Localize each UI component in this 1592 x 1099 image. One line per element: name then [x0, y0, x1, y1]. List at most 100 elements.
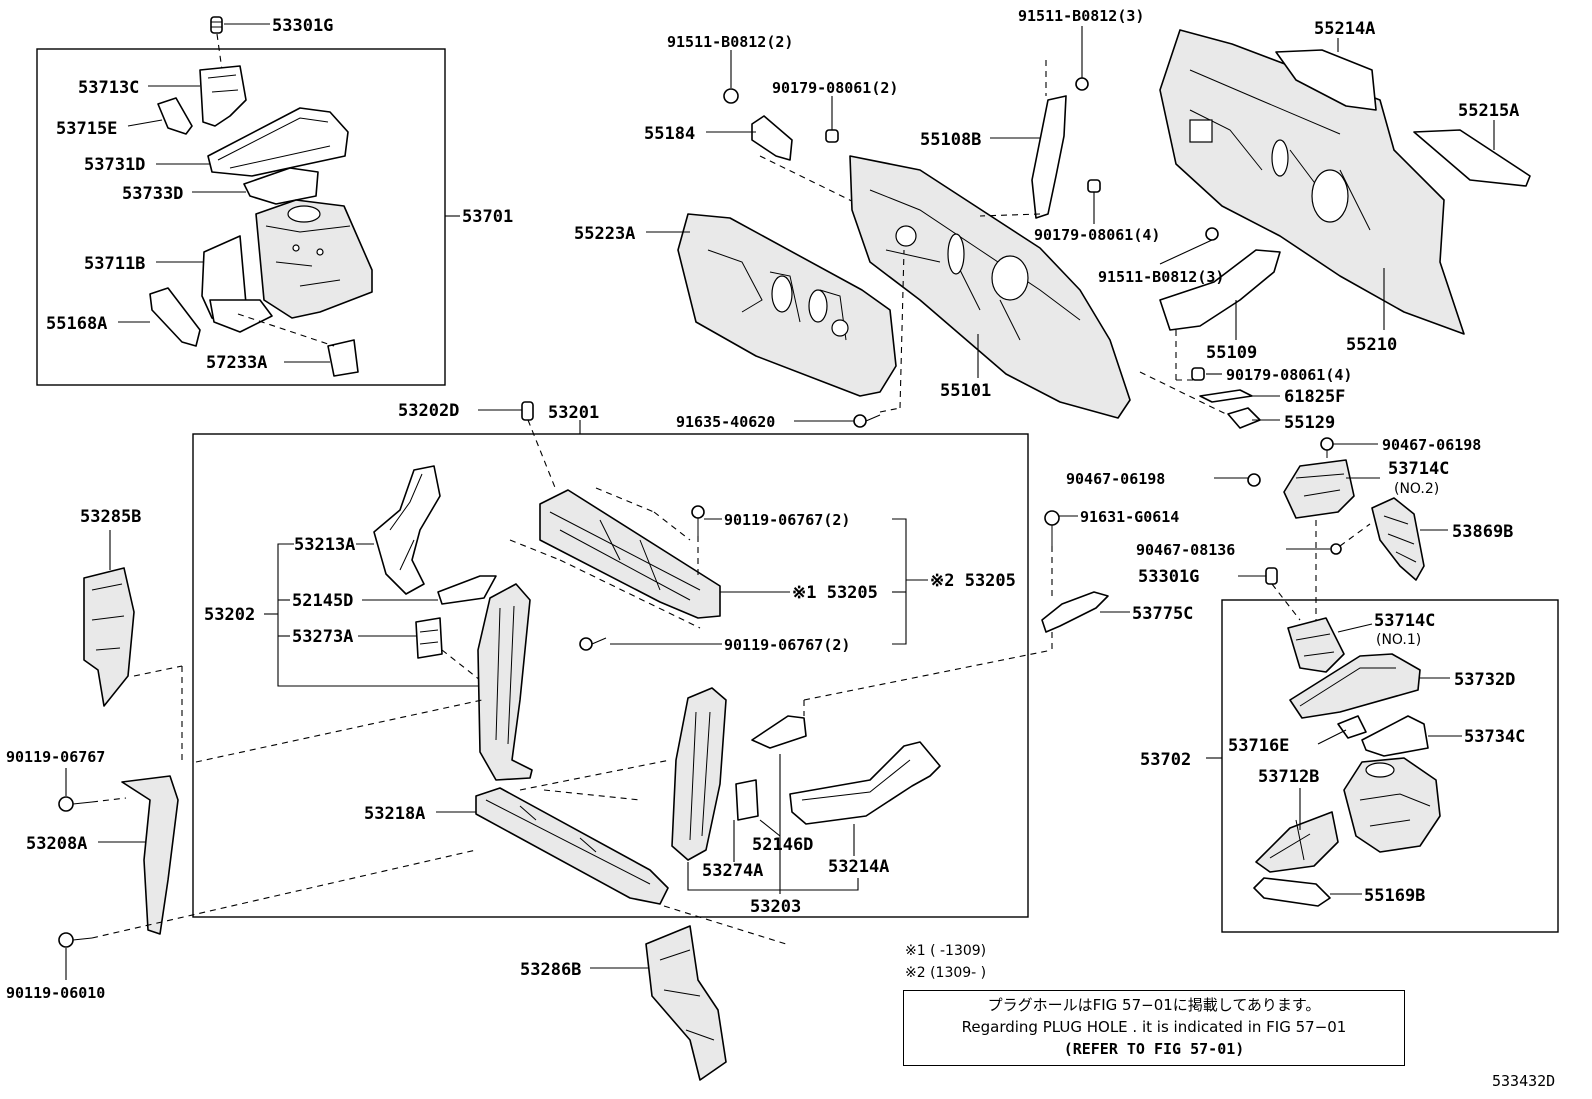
plug-53202D [521, 401, 534, 421]
part-52146D [735, 779, 759, 821]
note-line-refer: (REFER TO FIG 57-01) [1063, 1040, 1245, 1058]
label-53285B: 53285B [80, 507, 141, 527]
label-90119-2a: 90119-06767(2) [724, 511, 850, 529]
part-upper-bracket [751, 715, 807, 749]
note-line-en: Regarding PLUG HOLE . it is indicated in… [961, 1018, 1347, 1036]
part-53214A [789, 741, 941, 825]
label-91511-2: 91511-B0812(2) [667, 33, 793, 51]
label-53775C: 53775C [1132, 604, 1193, 624]
label-57233A: 57233A [206, 353, 267, 373]
part-55101 [849, 155, 1131, 419]
part-strut-housing-right [1343, 757, 1441, 853]
label-53869B: 53869B [1452, 522, 1513, 542]
label-53202: 53202 [204, 605, 255, 625]
part-53775C [1041, 591, 1109, 633]
label-53714C-no1-sub: (NO.1) [1376, 632, 1421, 648]
part-53731D [207, 107, 349, 177]
label-53711B: 53711B [84, 254, 145, 274]
group-box-53701 [36, 48, 446, 386]
label-91631: 91631-G0614 [1080, 508, 1179, 526]
label-53734C: 53734C [1464, 727, 1525, 747]
label-55169B: 55169B [1364, 886, 1425, 906]
part-53273A [415, 617, 443, 659]
label-91635: 91635-40620 [676, 413, 775, 431]
part-53733D [243, 167, 319, 205]
label-90179-4b: 90179-08061(4) [1226, 366, 1352, 384]
part-53734C [1361, 715, 1429, 757]
part-57233A [327, 339, 359, 377]
bolt-90119-06010 [58, 932, 93, 948]
footnote-1: ※1 ( -1309) [905, 943, 987, 959]
label-55223A: 55223A [574, 224, 635, 244]
footnote-2: ※2 (1309- ) [905, 965, 987, 981]
part-53285B [83, 567, 135, 707]
part-55215A [1413, 129, 1531, 187]
label-53273A: 53273A [292, 627, 353, 647]
bolt-91511-2 [723, 88, 739, 104]
clip-90467-08136 [1330, 543, 1342, 555]
label-55184: 55184 [644, 124, 695, 144]
label-55101: 55101 [940, 381, 991, 401]
label-55109: 55109 [1206, 343, 1257, 363]
label-53274A: 53274A [702, 861, 763, 881]
clip-90467-a [1320, 437, 1334, 458]
bolt-91635 [853, 414, 881, 428]
clip-90467-b [1247, 473, 1261, 487]
part-55169B [1253, 877, 1331, 907]
bolt-90119-2b [579, 637, 607, 651]
plug-53301G-right [1265, 567, 1278, 585]
label-53712B: 53712B [1258, 767, 1319, 787]
label-90467-a: 90467-06198 [1382, 436, 1481, 454]
label-61825F: 61825F [1284, 387, 1345, 407]
label-55214A: 55214A [1314, 19, 1375, 39]
label-91511-3b: 91511-B0812(3) [1098, 268, 1224, 286]
part-53301G-top [210, 16, 223, 34]
part-53715E [157, 97, 193, 135]
nut-90179-4b [1191, 367, 1205, 381]
part-side-member-right [671, 687, 727, 861]
label-53716E: 53716E [1228, 736, 1289, 756]
label-53286B: 53286B [520, 960, 581, 980]
plug-hole-note: プラグホールはFIG 57−01に掲載してあります。 Regarding PLU… [903, 990, 1405, 1066]
group-box-53702 [1221, 599, 1559, 933]
part-53869B [1371, 497, 1425, 581]
label-55210: 55210 [1346, 335, 1397, 355]
bolt-91631 [1044, 510, 1060, 546]
part-55109 [1159, 249, 1281, 331]
part-61825F [1199, 389, 1253, 403]
label-53205-2: ※2 53205 [930, 571, 1016, 591]
label-52145D: 52145D [292, 591, 353, 611]
label-53713C: 53713C [78, 78, 139, 98]
label-90179-4a: 90179-08061(4) [1034, 226, 1160, 244]
label-53733D: 53733D [122, 184, 183, 204]
part-53713C [199, 65, 247, 127]
part-55210 [1159, 29, 1465, 335]
drawing-id: 533432D [1492, 1072, 1556, 1090]
nut-90179-2 [825, 129, 839, 143]
label-53208A: 53208A [26, 834, 87, 854]
nut-90179-4a [1087, 179, 1101, 193]
label-53201: 53201 [548, 403, 599, 423]
part-53716E [1337, 715, 1367, 739]
label-53203: 53203 [750, 897, 801, 917]
footnotes: ※1 ( -1309) ※2 (1309- ) [905, 940, 986, 984]
group-box-53201 [192, 433, 1029, 918]
label-53205-1: ※1 53205 [792, 583, 878, 603]
label-53732D: 53732D [1454, 670, 1515, 690]
part-53714C-no1 [1287, 617, 1345, 673]
part-53218A [475, 787, 669, 905]
label-53715E: 53715E [56, 119, 117, 139]
part-55129 [1227, 407, 1261, 429]
label-53202D: 53202D [398, 401, 459, 421]
part-53208A [121, 775, 179, 935]
part-53286B [645, 925, 727, 1081]
label-53218A: 53218A [364, 804, 425, 824]
label-53213A: 53213A [294, 535, 355, 555]
note-line-jp: プラグホールはFIG 57−01に掲載してあります。 [987, 996, 1321, 1014]
label-53731D: 53731D [84, 155, 145, 175]
bolt-91511-3b [1205, 227, 1219, 241]
label-55168A: 55168A [46, 314, 107, 334]
label-90119-06010: 90119-06010 [6, 984, 105, 1002]
label-90467-08136: 90467-08136 [1136, 541, 1235, 559]
